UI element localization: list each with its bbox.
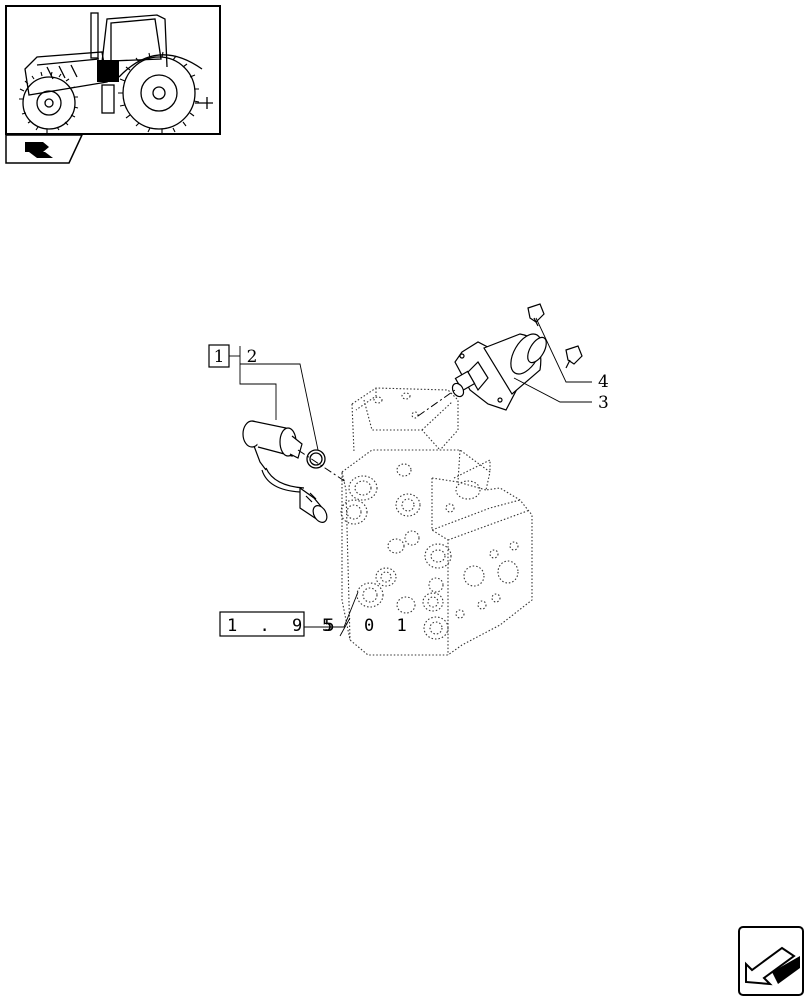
reference-number[interactable]: 1 . 9 5 [227, 616, 341, 636]
tractor-location-thumbnail [5, 5, 221, 135]
next-page-arrow-icon [738, 926, 804, 996]
valve-block [341, 387, 533, 656]
pressure-sensor [242, 420, 328, 523]
location-highlight [97, 60, 119, 82]
reference-suffix-b: 0 1 [364, 616, 413, 636]
block-ports [340, 392, 519, 640]
callout-4: 4 [598, 372, 609, 392]
section-tab[interactable] [5, 134, 84, 164]
callout-1: 1 [214, 347, 225, 367]
section-arrow-icon [25, 142, 53, 158]
callout-2: 2 [247, 347, 258, 367]
next-page-button[interactable] [738, 926, 804, 996]
callout-3: 3 [598, 393, 609, 413]
tractor-icon [19, 12, 213, 133]
reference-suffix-a: 5 [322, 616, 338, 636]
o-ring [306, 449, 326, 469]
solenoid-valve [451, 333, 547, 411]
mounting-screws [527, 303, 583, 369]
